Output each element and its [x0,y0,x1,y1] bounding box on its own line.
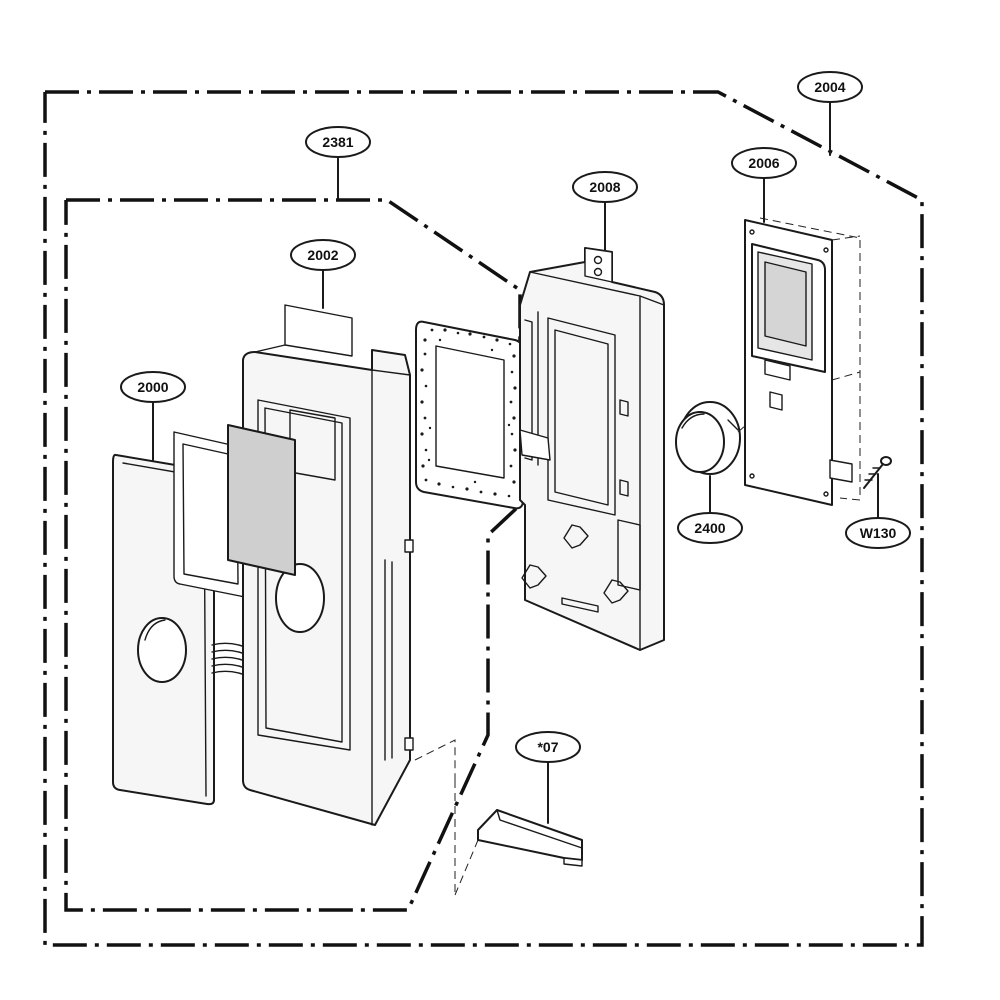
assembly-boundary-2381 [64,198,522,912]
callout-label: 2002 [307,247,338,263]
callout-2004: 2004 [797,71,863,103]
callout-2006: 2006 [731,147,797,179]
screw-w130 [863,456,892,489]
callout-w130: W130 [845,517,911,549]
mounting-bracket-2008 [519,247,665,651]
callout-2381: 2381 [305,126,371,158]
leader-lines [152,101,879,824]
callout-label: W130 [860,525,897,541]
callout-07: *07 [515,731,581,763]
assembly-boundary-2004 [43,90,924,947]
knob-2400 [675,399,776,475]
callout-label: 2004 [814,79,845,95]
callout-2002: 2002 [290,239,356,271]
clip-07 [414,739,583,896]
callout-2000: 2000 [120,371,186,403]
callout-label: 2381 [322,134,353,150]
callout-label: 2000 [137,379,168,395]
callout-label: 2006 [748,155,779,171]
callout-label: 2008 [589,179,620,195]
callout-2400: 2400 [677,512,743,544]
display-window-filter [227,424,296,576]
callout-label: *07 [537,739,558,755]
pcb-2006 [744,217,861,506]
foam-gasket [415,320,524,510]
callout-2008: 2008 [572,171,638,203]
callout-label: 2400 [694,520,725,536]
